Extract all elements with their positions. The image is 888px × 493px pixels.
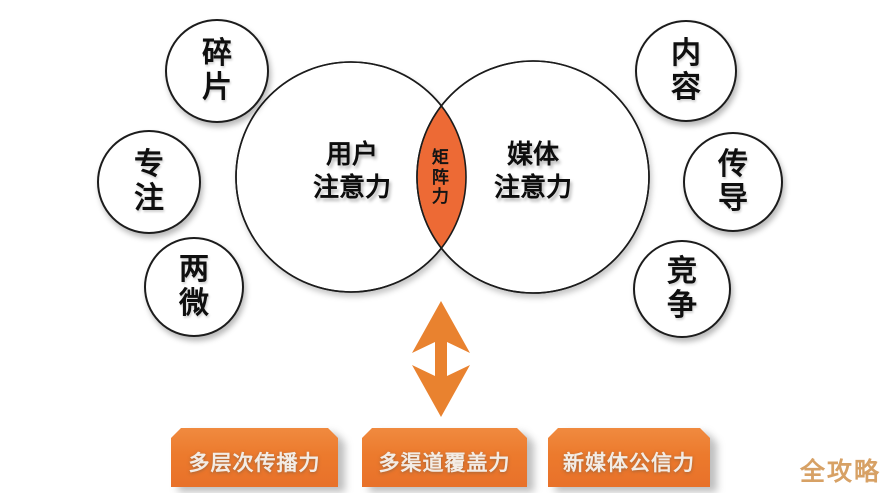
left-circle-label-line2: 注意力	[312, 171, 391, 202]
bottom-box-newmedia-credibility: 新媒体公信力	[548, 428, 710, 487]
bottom-box-multilayer-reach: 多层次传播力	[171, 428, 338, 487]
satellite-label: 碎片	[202, 37, 232, 104]
bottom-box-label: 新媒体公信力	[563, 451, 695, 475]
right-venn-circle-outline	[416, 60, 650, 294]
bottom-box-multichannel-coverage: 多渠道覆盖力	[362, 428, 527, 487]
bottom-box-shape: 新媒体公信力	[548, 428, 710, 487]
satellite-circle-fragmentation: 碎片	[165, 19, 269, 123]
left-circle-label: 用户 注意力	[252, 138, 452, 203]
satellite-label: 两微	[179, 253, 209, 320]
satellite-label: 内容	[671, 37, 701, 104]
satellite-label: 竞争	[667, 255, 697, 322]
satellite-label: 传导	[718, 148, 748, 215]
overlap-label: 矩阵力	[431, 148, 449, 207]
venn-overlap-lens	[417, 106, 467, 248]
satellite-circle-focus: 专注	[97, 130, 201, 234]
satellite-circle-content: 内容	[635, 20, 737, 122]
right-circle-label-line2: 注意力	[493, 171, 572, 202]
left-circle-label-line1: 用户	[325, 139, 378, 169]
watermark-text: 全攻略	[799, 458, 881, 486]
satellite-circle-transmission: 传导	[683, 132, 783, 232]
bottom-box-shape: 多层次传播力	[171, 428, 338, 487]
bottom-box-shape: 多渠道覆盖力	[362, 428, 527, 487]
satellite-circle-two-micro: 两微	[144, 237, 244, 337]
double-headed-arrow-icon	[412, 301, 470, 417]
bottom-box-label: 多渠道覆盖力	[378, 451, 511, 475]
left-venn-circle-outline	[235, 61, 467, 293]
satellite-circle-competition: 竞争	[633, 240, 731, 338]
satellite-label: 专注	[134, 148, 164, 215]
bottom-box-label: 多层次传播力	[188, 451, 321, 475]
right-circle-label-line1: 媒体	[506, 139, 559, 169]
right-circle-label: 媒体 注意力	[433, 138, 633, 203]
